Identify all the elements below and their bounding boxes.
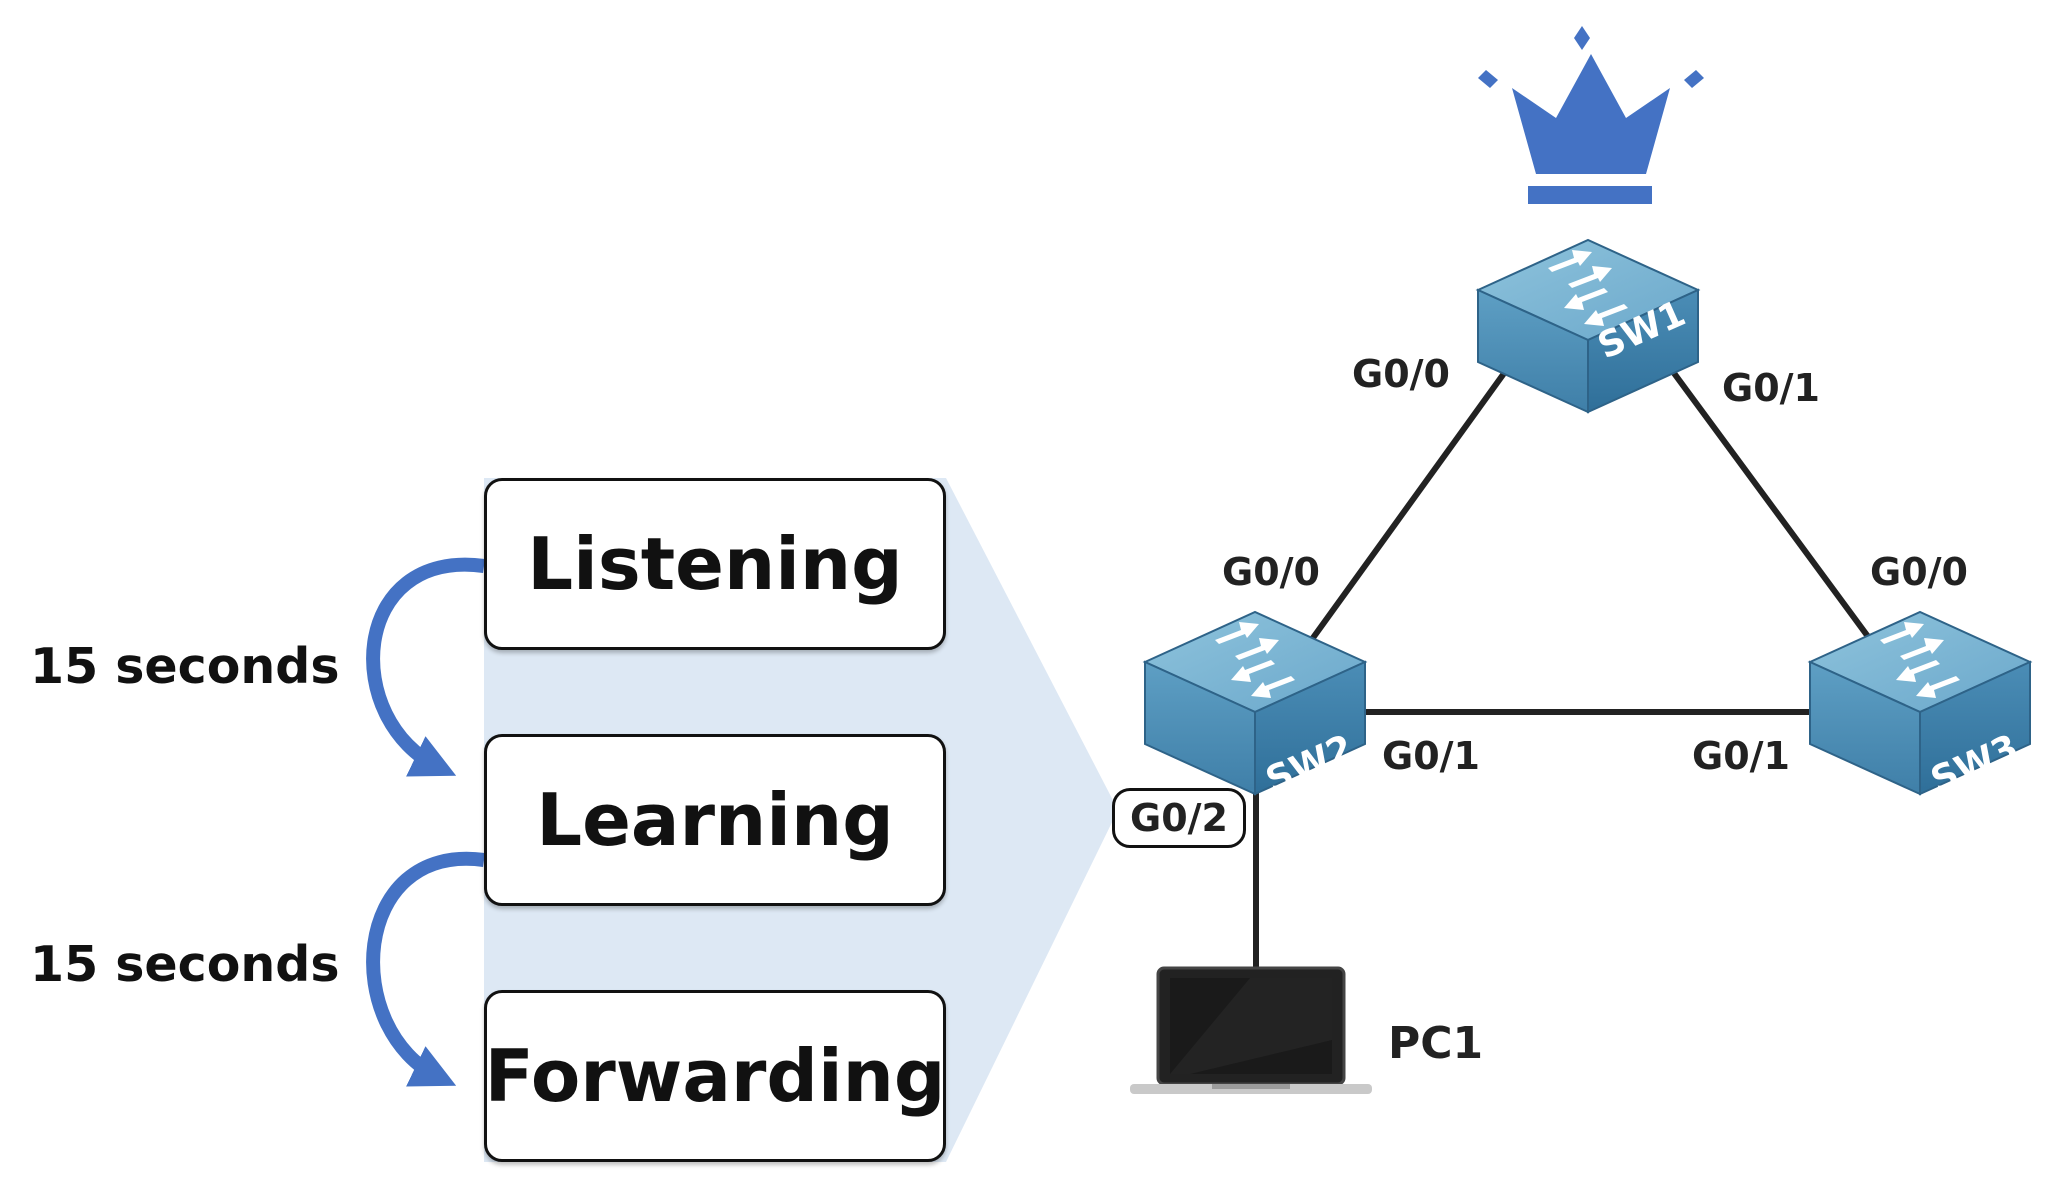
state-learning-label: Learning bbox=[536, 778, 894, 862]
timer-label-1: 15 seconds bbox=[30, 638, 340, 695]
port-sw1-g00: G0/0 bbox=[1352, 352, 1450, 396]
port-sw2-g02-label: G0/2 bbox=[1130, 796, 1228, 840]
state-listening-label: Listening bbox=[527, 522, 903, 606]
state-learning: Learning bbox=[484, 734, 946, 906]
state-forwarding: Forwarding bbox=[484, 990, 946, 1162]
laptop-icon bbox=[1130, 966, 1372, 1094]
state-forwarding-label: Forwarding bbox=[484, 1034, 946, 1118]
switch-sw3-icon bbox=[1807, 610, 2033, 796]
link-sw1-sw2 bbox=[1307, 363, 1513, 644]
transition-arrow-1 bbox=[366, 557, 485, 777]
port-sw3-g00: G0/0 bbox=[1870, 550, 1968, 594]
switch-sw1-icon bbox=[1475, 238, 1701, 414]
transition-arrow-2 bbox=[366, 851, 485, 1087]
timer-label-2: 15 seconds bbox=[30, 936, 340, 993]
port-sw2-g01: G0/1 bbox=[1382, 734, 1480, 778]
link-sw1-sw3 bbox=[1665, 363, 1875, 644]
port-sw2-g02: G0/2 bbox=[1112, 788, 1246, 848]
switch-sw2-icon bbox=[1142, 610, 1368, 796]
port-sw1-g01: G0/1 bbox=[1722, 366, 1820, 410]
state-listening: Listening bbox=[484, 478, 946, 650]
port-sw2-g00: G0/0 bbox=[1222, 550, 1320, 594]
crown-icon bbox=[1478, 26, 1704, 204]
port-sw3-g01: G0/1 bbox=[1692, 734, 1790, 778]
pc1-label: PC1 bbox=[1388, 1018, 1484, 1069]
